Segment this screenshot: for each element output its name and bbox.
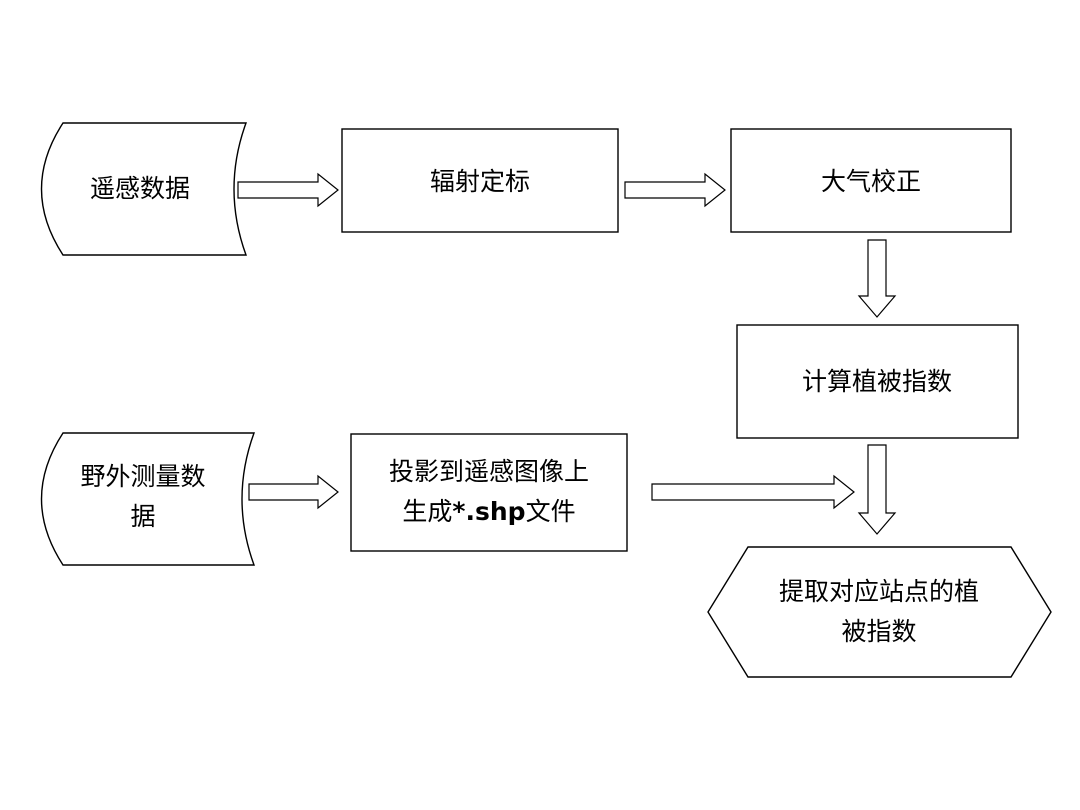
arrow-right [651,474,855,510]
arrow-down [857,239,897,318]
process-box [341,128,619,233]
node-label-line2: 据 [130,502,155,531]
node-label-line1: 投影到遥感图像上 [389,457,589,486]
label-part: 生成 [402,497,452,526]
node-label-line1: 提取对应站点的植 [779,577,979,606]
arrow-right [237,172,339,208]
arrow-down [857,444,897,535]
process-box [730,128,1012,233]
process-box [350,433,628,552]
node-field-data: 野外测量数 据 [40,432,255,566]
node-compute-vegetation-index: 计算植被指数 [736,324,1019,439]
node-label-line2: 被指数 [841,617,916,646]
node-label-line1: 野外测量数 [80,462,205,491]
node-radiometric-calibration: 辐射定标 [341,128,619,233]
arrow-right [248,474,339,510]
hexagon-shape [707,546,1052,678]
process-box [736,324,1019,439]
data-storage-shape [40,122,247,256]
node-label: 辐射定标 [430,167,530,196]
node-projection: 投影到遥感图像上 生成*.shp文件 [350,433,628,552]
node-remote-data: 遥感数据 [40,122,247,256]
node-label: 大气校正 [821,167,921,196]
node-extract-index: 提取对应站点的植 被指数 [707,546,1052,678]
arrow-right [624,172,726,208]
label-part-bold: *.shp [452,497,525,526]
node-label: 计算植被指数 [802,367,952,396]
node-label: 遥感数据 [90,174,190,203]
data-storage-shape [40,432,255,566]
node-atmospheric-correction: 大气校正 [730,128,1012,233]
node-label-line2: 生成*.shp文件 [402,497,575,526]
label-part: 文件 [526,497,576,526]
